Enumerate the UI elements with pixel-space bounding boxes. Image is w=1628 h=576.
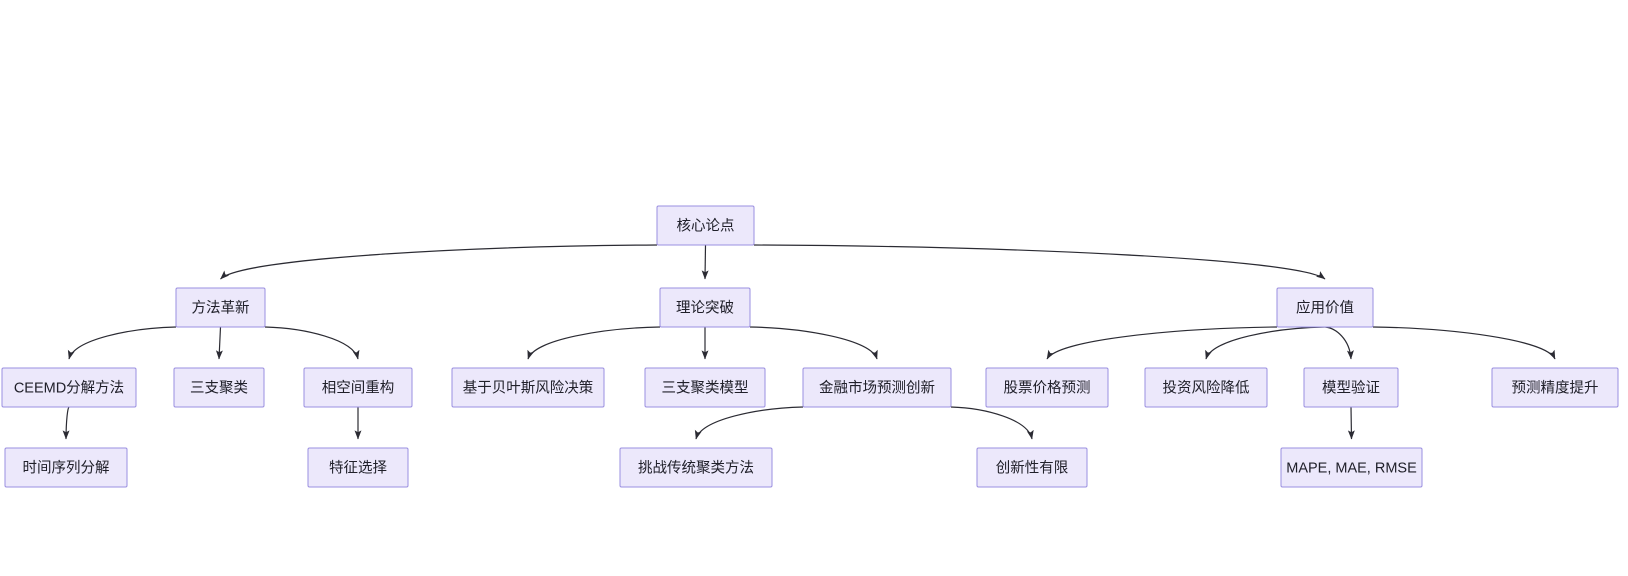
edge-n0-to-n2 [701,244,709,280]
node-box[interactable] [1280,447,1423,488]
node-label: 时间序列分解 [23,459,110,476]
edge-n0-to-n3 [753,244,1326,280]
node-n7[interactable]: 基于贝叶斯风险决策 [451,367,605,408]
node-n16[interactable]: 挑战传统聚类方法 [619,447,773,488]
node-n9[interactable]: 金融市场预测创新 [802,367,952,408]
node-n5[interactable]: 三支聚类 [173,367,265,408]
edge-n9-to-n16 [694,406,804,440]
node-label: MAPE, MAE, RMSE [1286,460,1417,476]
node-box[interactable] [976,447,1088,488]
node-n8[interactable]: 三支聚类模型 [644,367,766,408]
node-label: 预测精度提升 [1512,379,1599,396]
node-label: 应用价值 [1296,298,1354,316]
node-n2[interactable]: 理论突破 [659,287,751,328]
node-n11[interactable]: 投资风险降低 [1144,367,1268,408]
node-box[interactable] [644,367,766,408]
edge-n9-to-n17 [950,406,1034,440]
node-label: 创新性有限 [996,459,1069,476]
edge-n4-to-n14 [62,406,70,440]
node-label: 模型验证 [1322,379,1380,396]
node-box[interactable] [802,367,952,408]
node-box[interactable] [619,447,773,488]
node-box[interactable] [1144,367,1268,408]
node-box[interactable] [985,367,1109,408]
node-n14[interactable]: 时间序列分解 [4,447,128,488]
edge-n3-to-n11 [1205,326,1326,360]
edges-layer [62,244,1556,440]
node-n10[interactable]: 股票价格预测 [985,367,1109,408]
node-box[interactable] [4,447,128,488]
node-box[interactable] [659,287,751,328]
edge-n3-to-n13 [1372,326,1556,360]
node-n0[interactable]: 核心论点 [656,205,755,246]
node-box[interactable] [175,287,266,328]
node-label: 挑战传统聚类方法 [638,459,754,476]
node-label: 三支聚类模型 [662,379,749,396]
node-box[interactable] [1,367,137,408]
node-n6[interactable]: 相空间重构 [303,367,413,408]
node-n4[interactable]: CEEMD分解方法 [1,367,137,408]
edge-n2-to-n9 [749,326,878,360]
node-label: 股票价格预测 [1004,379,1091,396]
node-box[interactable] [307,447,409,488]
edge-n0-to-n1 [220,244,658,280]
node-label: 金融市场预测创新 [819,379,935,396]
edge-n3-to-n10 [1046,326,1278,360]
node-n18[interactable]: MAPE, MAE, RMSE [1280,447,1423,488]
node-label: 方法革新 [192,299,250,316]
edge-n1-to-n5 [215,326,223,360]
node-n1[interactable]: 方法革新 [175,287,266,328]
node-label: 基于贝叶斯风险决策 [463,379,594,396]
node-label: 理论突破 [676,299,734,316]
edge-n1-to-n6 [264,326,360,360]
node-label: CEEMD分解方法 [14,379,124,396]
node-box[interactable] [1491,367,1619,408]
node-n15[interactable]: 特征选择 [307,447,409,488]
node-label: 三支聚类 [190,379,248,396]
node-label: 核心论点 [677,217,735,234]
node-box[interactable] [1303,367,1399,408]
node-n12[interactable]: 模型验证 [1303,367,1399,408]
node-label: 相空间重构 [322,379,395,396]
node-n3[interactable]: 应用价值 [1276,287,1374,328]
edge-n12-to-n18 [1347,406,1355,440]
node-box[interactable] [451,367,605,408]
node-box[interactable] [173,367,265,408]
node-label: 投资风险降低 [1163,379,1250,396]
edge-n2-to-n7 [527,326,661,360]
edge-n1-to-n4 [67,326,177,360]
edge-n3-to-n12 [1324,326,1354,360]
node-box[interactable] [656,205,755,246]
node-box[interactable] [303,367,413,408]
node-label: 特征选择 [329,459,387,476]
node-n17[interactable]: 创新性有限 [976,447,1088,488]
node-n13[interactable]: 预测精度提升 [1491,367,1619,408]
node-box[interactable] [1276,287,1374,328]
